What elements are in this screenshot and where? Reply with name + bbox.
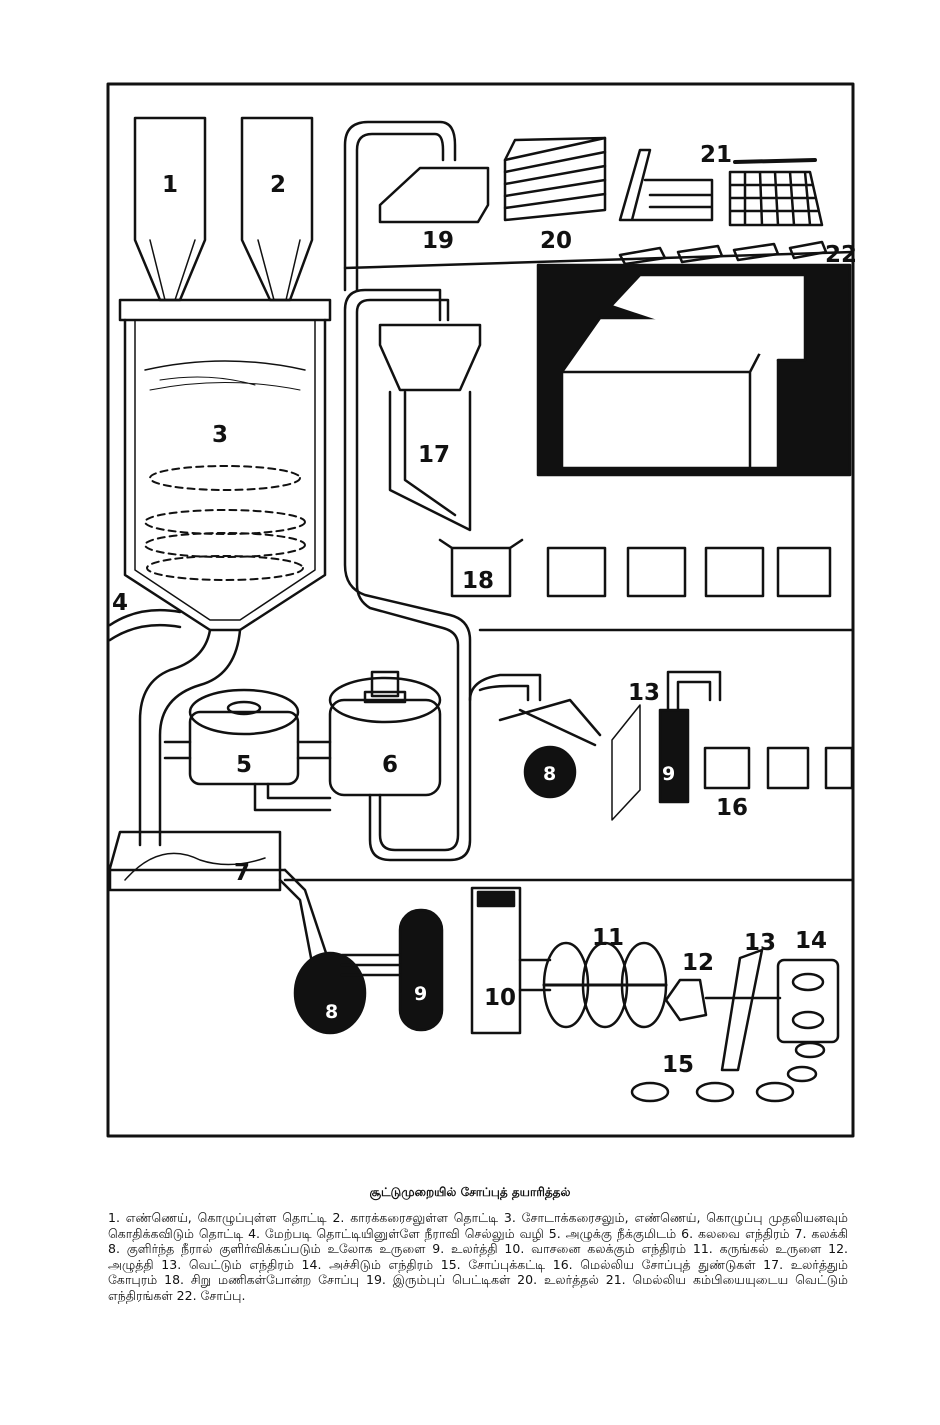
label-14: 14 — [795, 928, 827, 954]
caption-title: சூட்டுமுறையில் சோப்புத் தயாரித்தல் — [369, 1185, 571, 1199]
label-15: 15 — [662, 1052, 694, 1078]
pipe-to-drying-tower — [343, 288, 472, 862]
box-row-2 — [626, 546, 687, 598]
label-19: 19 — [422, 228, 454, 254]
label-11: 11 — [592, 925, 624, 951]
label-8-upper: 8 — [543, 763, 556, 785]
bin-18-beads — [450, 546, 512, 598]
soap-bars-22 — [618, 240, 828, 266]
stamp-14 — [776, 958, 840, 1044]
label-13-lower: 13 — [744, 930, 776, 956]
label-13-upper: 13 — [628, 680, 660, 706]
dryer-9-lower — [398, 908, 444, 1032]
tank-3-boiling-vessel — [123, 318, 327, 632]
stack-20-drying — [503, 136, 607, 222]
drying-tower-17 — [378, 323, 482, 392]
roller-8-upper — [523, 745, 577, 799]
label-12: 12 — [682, 950, 714, 976]
soap-cake-15c — [755, 1081, 795, 1103]
diagram-frame — [106, 82, 855, 1138]
label-1: 1 — [162, 172, 178, 198]
cutter-13-lower — [720, 948, 764, 1072]
label-20: 20 — [540, 228, 572, 254]
trough-7-mixer — [108, 830, 282, 892]
steam-pipe — [108, 608, 182, 627]
box-row-1 — [546, 546, 607, 598]
box-row-3 — [704, 546, 765, 598]
pipe-to-tray-19 — [343, 120, 457, 292]
label-22: 22 — [825, 242, 857, 268]
label-17: 17 — [418, 442, 450, 468]
soap-making-diagram: 1 2 3 4 5 6 7 8 9 10 11 12 13 14 15 8 9 … — [106, 82, 857, 1138]
outlet-pipe-left — [138, 628, 212, 847]
roller-8-lower — [293, 951, 367, 1035]
machine-5-purifier — [188, 710, 300, 786]
tank-2-alkali — [240, 116, 314, 302]
label-9-upper: 9 — [662, 763, 675, 785]
press-12 — [664, 978, 782, 1022]
label-7: 7 — [234, 860, 250, 886]
label-5: 5 — [236, 752, 252, 778]
label-10: 10 — [484, 985, 516, 1011]
machine-10-perfume — [470, 886, 522, 1035]
label-2: 2 — [270, 172, 286, 198]
box-row-4 — [776, 546, 832, 598]
caption-body: 1. எண்ணெய், கொழுப்புள்ள தொட்டி 2. காரக்க… — [108, 1210, 848, 1303]
label-18: 18 — [462, 568, 494, 594]
outlet-pipe-right — [158, 628, 242, 847]
soap-cake-15a — [630, 1081, 670, 1103]
label-4: 4 — [112, 590, 128, 616]
label-6: 6 — [382, 752, 398, 778]
cutter-21-right — [728, 170, 824, 227]
label-8-lower: 8 — [325, 1001, 338, 1023]
tank-3-rim — [118, 298, 332, 322]
cutter-13-upper — [611, 704, 641, 821]
soap-cake-15e — [794, 1041, 826, 1059]
label-21: 21 — [700, 142, 732, 168]
cutter-21-left — [618, 148, 714, 222]
soap-cake-15d — [786, 1065, 818, 1083]
soap-cake-15b — [695, 1081, 735, 1103]
label-3: 3 — [212, 422, 228, 448]
label-9-lower: 9 — [414, 983, 427, 1005]
pipe-to-upper-roller — [468, 673, 542, 702]
box-16-flakes — [703, 746, 751, 790]
tray-19-iron-boxes — [378, 166, 490, 224]
machine-6-mixer — [328, 698, 442, 797]
tank-1-oil-fat — [133, 116, 207, 302]
label-16: 16 — [716, 795, 748, 821]
dryer-9-upper — [658, 708, 690, 804]
